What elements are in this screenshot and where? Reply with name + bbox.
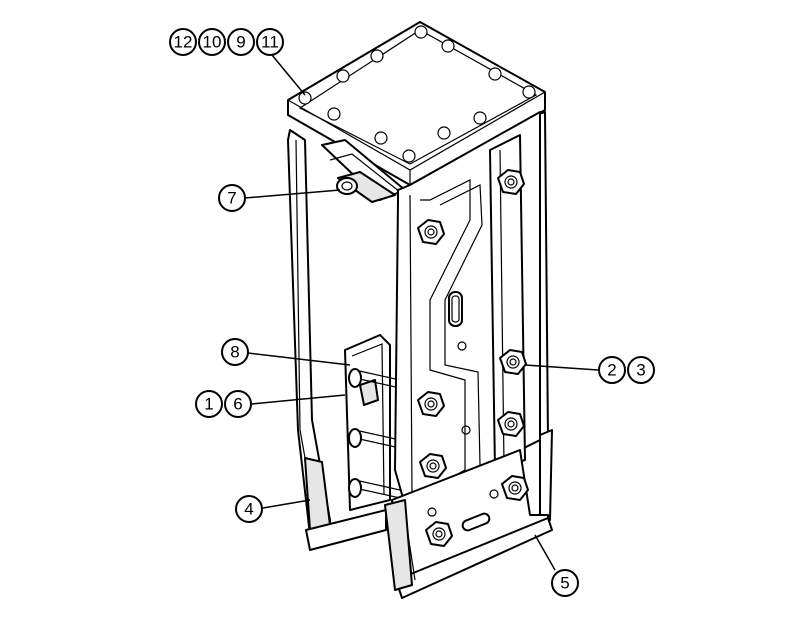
callout-12: 12 <box>169 28 197 56</box>
callout-5-label: 5 <box>560 574 569 593</box>
callout-1-label: 1 <box>204 395 213 414</box>
callout-11: 11 <box>256 28 284 56</box>
callout-6-label: 6 <box>233 395 242 414</box>
callout-10: 10 <box>198 28 226 56</box>
callout-8: 8 <box>221 338 249 366</box>
top-plate-bolts <box>298 25 536 163</box>
leader-lines <box>244 54 599 571</box>
callout-6: 6 <box>224 390 252 418</box>
callout-11-label: 11 <box>261 33 279 52</box>
callout-2: 2 <box>598 356 626 384</box>
callout-5: 5 <box>551 569 579 597</box>
callout-3: 3 <box>627 356 655 384</box>
callout-1: 1 <box>195 390 223 418</box>
callout-8-label: 8 <box>230 343 239 362</box>
callout-2-label: 2 <box>607 361 616 380</box>
callout-9-label: 9 <box>236 33 245 52</box>
front-nuts <box>417 169 529 547</box>
callout-7-label: 7 <box>227 189 236 208</box>
middle-clamp-block <box>344 334 401 511</box>
callout-12-label: 12 <box>174 33 193 52</box>
callout-4-label: 4 <box>244 500 253 519</box>
callout-3-label: 3 <box>636 361 645 380</box>
callout-10-label: 10 <box>203 33 222 52</box>
callout-9: 9 <box>227 28 255 56</box>
callout-4: 4 <box>235 495 263 523</box>
callout-7: 7 <box>218 184 246 212</box>
